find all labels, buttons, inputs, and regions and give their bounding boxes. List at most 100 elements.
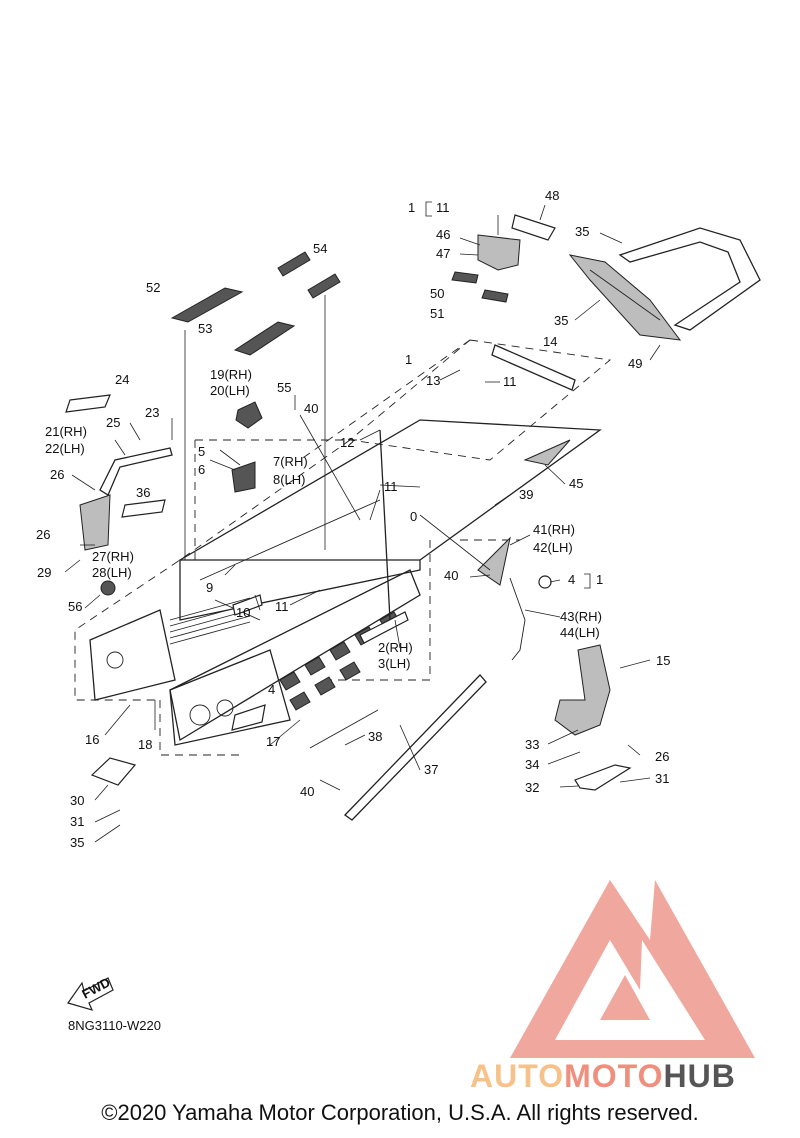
part-label: 6 [198, 462, 205, 477]
part-label: 34 [525, 757, 539, 772]
part-label: 35 [575, 224, 589, 239]
plate-36 [121, 499, 166, 518]
part-label: 11 [384, 479, 398, 494]
plate-24 [65, 394, 111, 413]
part-label: 51 [430, 306, 444, 321]
part-label: 27(RH) [92, 549, 134, 564]
side-bracket [79, 494, 111, 551]
part-label: 4 [268, 682, 275, 697]
part-label: 0 [410, 509, 417, 524]
part-label: 11 [436, 200, 450, 215]
bracket-10 [232, 594, 263, 616]
part-labels: 1 11 48 46 47 35 50 51 35 49 14 54 52 53… [36, 188, 670, 850]
part-label: 7(RH) [273, 454, 308, 469]
part-label: 14 [543, 334, 557, 349]
plate-30 [90, 757, 137, 786]
part-label: 1 [596, 572, 603, 587]
handle [99, 447, 173, 496]
decal-52 [170, 287, 244, 323]
part-label: 9 [206, 580, 213, 595]
part-label: 20(LH) [210, 383, 250, 398]
tunnel-frame [89, 419, 602, 746]
part-label: 35 [554, 313, 568, 328]
part-label: 38 [368, 729, 382, 744]
part-label: 47 [436, 246, 450, 261]
watermark-part-b: MOTO [564, 1058, 664, 1094]
bracket-41 [477, 536, 511, 586]
part-label: 41(RH) [533, 522, 575, 537]
part-label: 52 [146, 280, 160, 295]
part-label: 19(RH) [210, 367, 252, 382]
part-label: 40 [304, 401, 318, 416]
rear-bumper [568, 227, 761, 341]
part-label: 15 [656, 653, 670, 668]
part-label: 8(LH) [273, 472, 306, 487]
pad-50 [451, 271, 479, 284]
part-label: 10 [236, 605, 250, 620]
part-label: 26 [50, 467, 64, 482]
part-label: 32 [525, 780, 539, 795]
part-label: 23 [145, 405, 159, 420]
part-label: 11 [503, 374, 517, 389]
part-label: 1 [405, 352, 412, 367]
part-label: 31 [70, 814, 84, 829]
step-32 [574, 764, 632, 791]
part-label: 25 [106, 415, 120, 430]
part-label: 46 [436, 227, 450, 242]
decal-54a [277, 251, 311, 277]
rod-38 [309, 709, 379, 749]
nut-4 [538, 575, 552, 589]
bracket-2 [359, 611, 409, 644]
rod-37 [344, 674, 487, 821]
leader-lines [64, 204, 661, 843]
part-label: 45 [569, 476, 583, 491]
part-label: 36 [136, 485, 150, 500]
part-label: 2(RH) [378, 640, 413, 655]
part-label: 17 [266, 734, 280, 749]
part-label: 28(LH) [92, 565, 132, 580]
part-label: 31 [655, 771, 669, 786]
bracket-46 [477, 234, 521, 271]
cap-48 [511, 214, 556, 241]
part-label: 55 [277, 380, 291, 395]
part-label: 11 [275, 599, 289, 614]
part-label: 3(LH) [378, 656, 411, 671]
part-label: 30 [70, 793, 84, 808]
watermark-text: AUTOMOTOHUB [470, 1058, 736, 1095]
part-label: 33 [525, 737, 539, 752]
part-label: 40 [300, 784, 314, 799]
part-label: 50 [430, 286, 444, 301]
plate-45 [523, 439, 571, 466]
pad-51 [481, 289, 509, 303]
part-label: 48 [545, 188, 559, 203]
part-label: 18 [138, 737, 152, 752]
part-label: 16 [85, 732, 99, 747]
fwd-arrow-icon: FWD [67, 975, 114, 1011]
part-label: 40 [444, 568, 458, 583]
part-label: 24 [115, 372, 129, 387]
grommet-56 [100, 580, 116, 596]
part-label: 35 [70, 835, 84, 850]
part-label: 37 [424, 762, 438, 777]
part-label: 43(RH) [560, 609, 602, 624]
part-label: 22(LH) [45, 441, 85, 456]
part-label: 5 [198, 444, 205, 459]
part-label: 39 [519, 487, 533, 502]
watermark-part-a: AUTO [470, 1058, 565, 1094]
chain-43 [509, 577, 526, 661]
decal-54b [307, 273, 341, 299]
part-label: 29 [37, 565, 51, 580]
part-label: 44(LH) [560, 625, 600, 640]
part-label: 26 [36, 527, 50, 542]
watermark-part-c: HUB [663, 1058, 736, 1094]
rod [379, 429, 391, 621]
document-code: 8NG3110-W220 [68, 1018, 161, 1033]
part-label: 42(LH) [533, 540, 573, 555]
bracket-7 [231, 461, 256, 493]
part-label: 21(RH) [45, 424, 87, 439]
part-label: 26 [655, 749, 669, 764]
part-label: 13 [426, 373, 440, 388]
frame-outline [74, 339, 612, 756]
rear-bracket [491, 344, 576, 391]
